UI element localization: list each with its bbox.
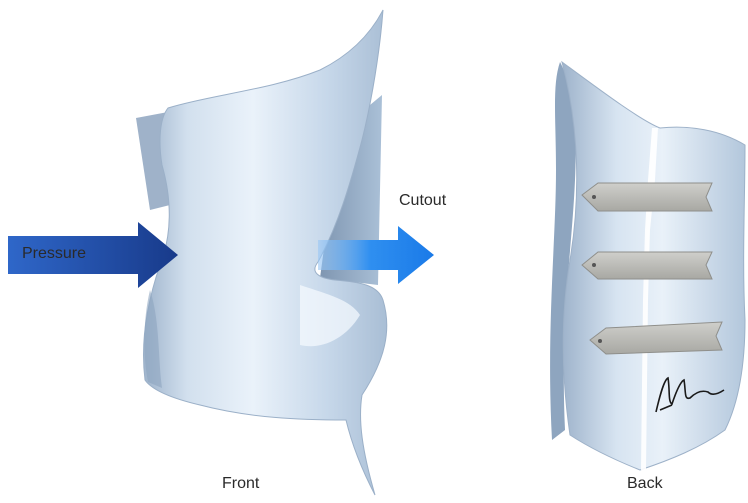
front-view-label: Front	[222, 475, 259, 493]
back-view-label: Back	[627, 475, 663, 493]
pressure-label: Pressure	[22, 245, 86, 263]
cutout-label: Cutout	[399, 192, 446, 210]
back-brace	[550, 62, 745, 470]
back-strap-2	[582, 252, 712, 279]
back-strap-1	[582, 183, 712, 211]
